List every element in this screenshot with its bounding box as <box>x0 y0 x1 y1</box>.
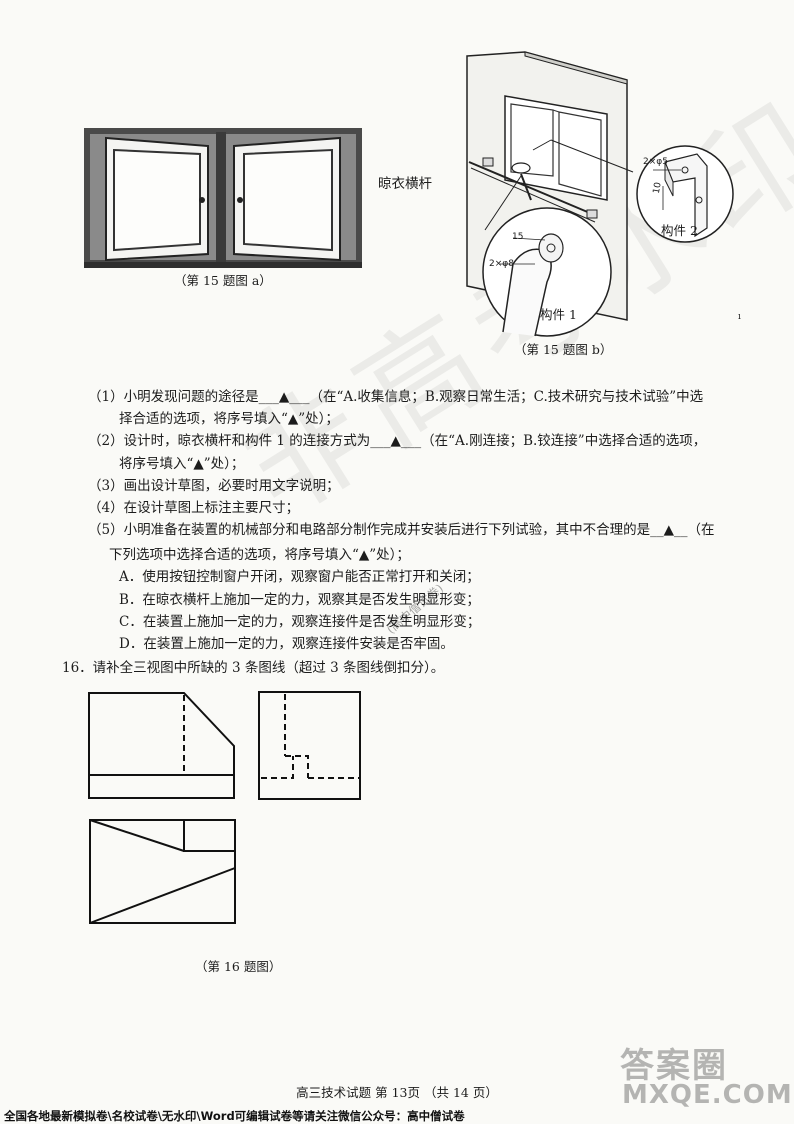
figure-15b <box>466 51 734 337</box>
q15-line-1: （1）小明发现问题的途径是___▲___（在“A.收集信息；B.观察日常生活；C… <box>88 389 704 405</box>
q15-line-6: （4）在设计草图上标注主要尺寸； <box>88 500 300 516</box>
figure-16-top-view <box>89 819 236 924</box>
q15-line-2: 择合适的选项，将序号填入“▲”处）； <box>119 411 339 427</box>
dim-15: 15 <box>512 232 524 242</box>
figure-15b-caption: （第 15 题图 b） <box>514 342 613 357</box>
figure-15a <box>84 128 362 268</box>
corner-logo-en: MXQE.COM <box>622 1080 793 1110</box>
q15-option-a: A．使用按钮控制窗户开闭，观察窗户能否正常打开和关闭； <box>119 569 480 585</box>
q15-option-d: D．在装置上施加一定的力，观察连接件安装是否牢固。 <box>119 636 454 652</box>
corner-logo: 答案圈 MXQE.COM <box>618 1038 792 1118</box>
page-footer: 高三技术试题 第 13页 （共 14 页） <box>296 1085 498 1100</box>
dim-10: 10 <box>651 181 664 195</box>
q15-line-3: （2）设计时，晾衣横杆和构件 1 的连接方式为___▲___（在“A.刚连接；B… <box>88 433 707 449</box>
label-part1: 构件 1 <box>540 307 577 322</box>
scan-mark: ı <box>738 312 741 322</box>
figure-16-front-view <box>88 692 235 799</box>
q15-option-b: B．在晾衣横杆上施加一定的力，观察其是否发生明显形变； <box>119 592 480 608</box>
label-part2: 构件 2 <box>661 223 698 238</box>
dim-2x8: 2×φ8 <box>489 259 514 269</box>
figure-15a-caption: （第 15 题图 a） <box>174 273 272 288</box>
dim-2x5: 2×φ5 <box>643 157 668 167</box>
q15-line-8: 下列选项中选择合适的选项，将序号填入“▲”处）； <box>109 547 410 563</box>
q15-line-7: （5）小明准备在装置的机械部分和电路部分制作完成并安装后进行下列试验，其中不合理… <box>88 522 715 538</box>
corner-logo-cn: 答案圈 <box>620 1046 728 1086</box>
q16-text: 16．请补全三视图中所缺的 3 条图线（超过 3 条图线倒扣分）。 <box>62 660 445 676</box>
q15-line-5: （3）画出设计草图，必要时用文字说明； <box>88 478 340 494</box>
label-rod: 晾衣横杆 <box>378 176 432 192</box>
q15-option-c: C．在装置上施加一定的力，观察连接件是否发生明显形变； <box>119 614 481 630</box>
figure-16-side-view <box>258 691 361 800</box>
bottom-note: 全国各地最新模拟卷\名校试卷\无水印\Word可编辑试卷等请关注微信公众号：高中… <box>4 1109 465 1123</box>
figure-16-caption: （第 16 题图） <box>195 959 282 974</box>
q15-line-4: 将序号填入“▲”处）； <box>119 456 245 472</box>
